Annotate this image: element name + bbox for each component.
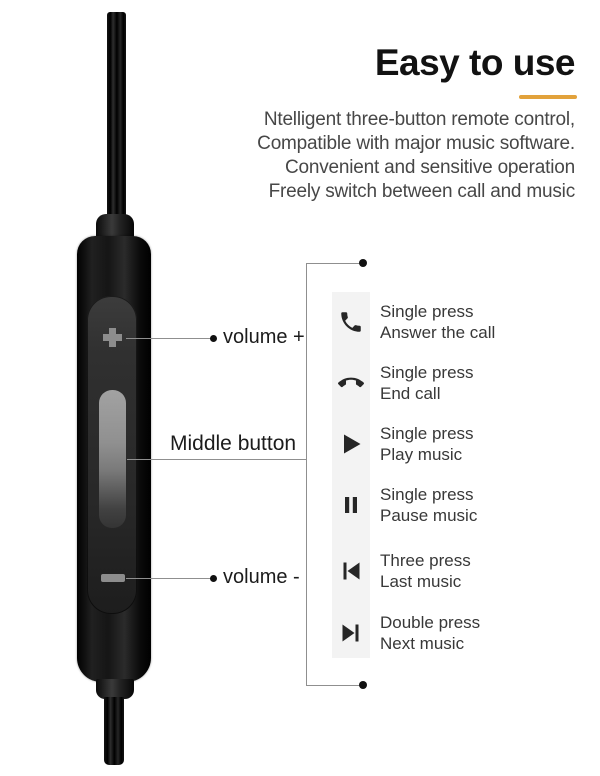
pause-icon xyxy=(332,483,370,527)
leader-dot-volume-down xyxy=(210,575,217,582)
function-text: Single press End call xyxy=(380,362,474,404)
phone-answer-icon xyxy=(332,300,370,344)
bracket-bottom-dot xyxy=(359,681,367,689)
phone-end-icon xyxy=(332,361,370,405)
strain-relief-bottom xyxy=(96,679,134,699)
press-type: Single press xyxy=(380,424,474,443)
description-line: Ntelligent three-button remote control, xyxy=(263,109,575,130)
function-row-end-call: Single press End call xyxy=(332,361,474,405)
function-row-pause: Single press Pause music xyxy=(332,483,477,527)
page-title: Easy to use xyxy=(374,42,576,83)
function-row-next: Double press Next music xyxy=(332,611,480,655)
press-type: Three press xyxy=(380,551,471,570)
function-row-play: Single press Play music xyxy=(332,422,474,466)
strain-relief-top xyxy=(96,214,134,238)
function-text: Three press Last music xyxy=(380,550,471,592)
bracket-bottom-line xyxy=(306,685,362,686)
function-row-last: Three press Last music xyxy=(332,549,471,593)
description-line: Compatible with major music software. xyxy=(257,133,575,154)
leader-line-volume-up xyxy=(126,338,212,339)
title-accent-underline xyxy=(519,95,577,99)
action: End call xyxy=(380,384,441,403)
press-type: Single press xyxy=(380,485,474,504)
icon-strip-background xyxy=(332,292,370,658)
action: Pause music xyxy=(380,506,478,525)
middle-button xyxy=(99,390,126,528)
play-icon xyxy=(332,422,370,466)
description-line: Freely switch between call and music xyxy=(268,181,576,202)
action: Last music xyxy=(380,572,462,591)
leader-line-middle-button xyxy=(127,459,307,460)
leader-line-volume-down xyxy=(126,578,212,579)
next-track-icon xyxy=(332,611,370,655)
cable-bottom xyxy=(104,697,124,765)
press-type: Double press xyxy=(380,613,481,632)
action: Answer the call xyxy=(380,323,496,342)
bracket-top-line xyxy=(306,263,362,264)
leader-dot-volume-up xyxy=(210,335,217,342)
volume-up-button xyxy=(103,328,122,347)
function-text: Single press Play music xyxy=(380,423,474,465)
label-volume-up: volume + xyxy=(223,326,305,348)
bracket-vertical-line xyxy=(306,263,307,685)
function-row-answer-call: Single press Answer the call xyxy=(332,300,495,344)
bracket-top-dot xyxy=(359,259,367,267)
function-text: Single press Pause music xyxy=(380,484,477,526)
description-line: Convenient and sensitive operation xyxy=(284,157,575,178)
volume-down-button xyxy=(101,574,125,582)
action: Next music xyxy=(380,634,465,653)
function-text: Single press Answer the call xyxy=(380,301,495,343)
action: Play music xyxy=(380,445,463,464)
press-type: Single press xyxy=(380,302,474,321)
description: Ntelligent three-button remote control, … xyxy=(257,108,575,204)
previous-track-icon xyxy=(332,549,370,593)
cable-top xyxy=(107,12,126,216)
label-volume-down: volume - xyxy=(223,566,300,588)
label-middle-button: Middle button xyxy=(170,432,297,455)
press-type: Single press xyxy=(380,363,474,382)
function-text: Double press Next music xyxy=(380,612,480,654)
